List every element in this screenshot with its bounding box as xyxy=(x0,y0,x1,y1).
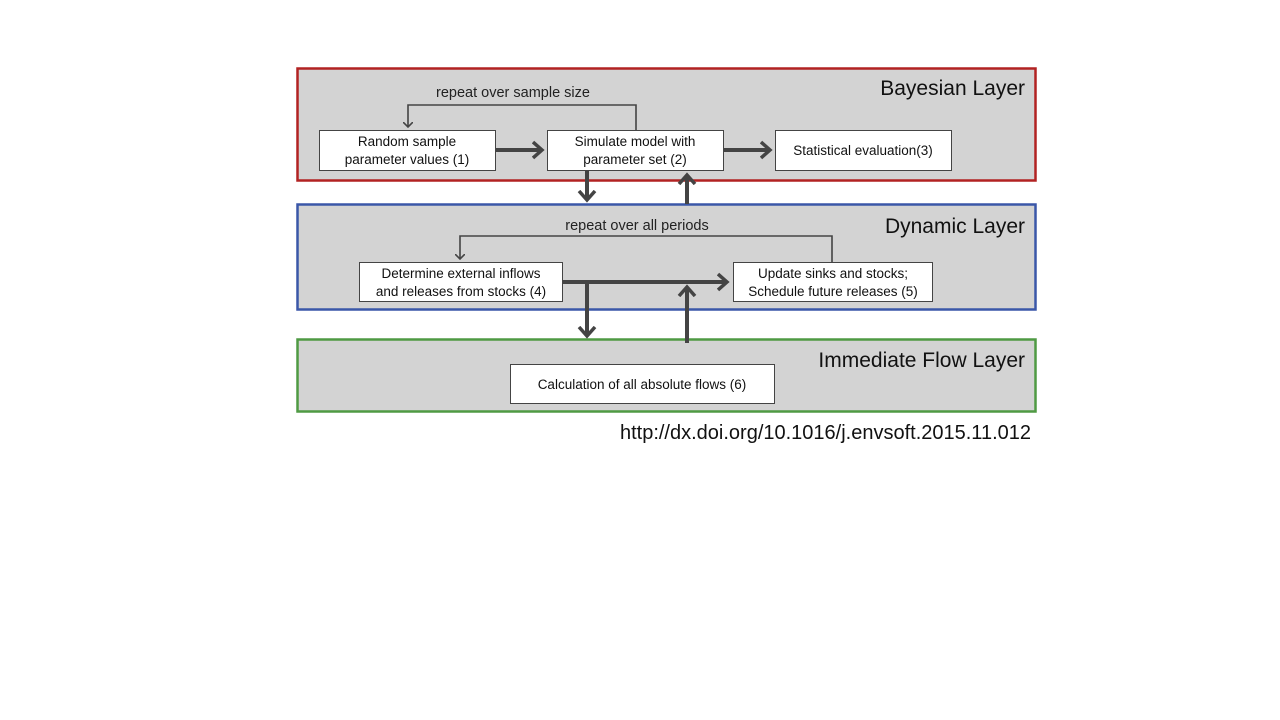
dynamic-layer-title: Dynamic Layer xyxy=(885,215,1025,238)
box-calculation-flows-line-1: Calculation of all absolute flows (6) xyxy=(538,377,747,392)
box-simulate: Simulate model with parameter set (2) xyxy=(547,130,724,171)
doi-link-text: http://dx.doi.org/10.1016/j.envsoft.2015… xyxy=(619,422,1031,444)
periods-loop-label: repeat over all periods xyxy=(565,218,708,234)
box-calculation-flows: Calculation of all absolute flows (6) xyxy=(510,364,775,404)
box-random-sample: Random sample parameter values (1) xyxy=(319,130,496,171)
box-update-sinks-line-2: Schedule future releases (5) xyxy=(748,284,918,299)
sample-loop-label: repeat over sample size xyxy=(436,85,590,101)
box-statistical-evaluation-line-1: Statistical evaluation(3) xyxy=(793,143,933,158)
box-random-sample-line-1: Random sample xyxy=(358,134,456,149)
box-determine-inflows: Determine external inflows and releases … xyxy=(359,262,563,302)
sample-loop-line xyxy=(408,104,637,130)
bayesian-layer-title: Bayesian Layer xyxy=(880,77,1025,100)
box-update-sinks: Update sinks and stocks; Schedule future… xyxy=(733,262,933,302)
immediate-flow-layer-title: Immediate Flow Layer xyxy=(818,349,1025,372)
box-statistical-evaluation: Statistical evaluation(3) xyxy=(775,130,952,171)
box-random-sample-line-2: parameter values (1) xyxy=(345,152,470,167)
box-determine-inflows-line-2: and releases from stocks (4) xyxy=(376,284,546,299)
box-simulate-line-1: Simulate model with xyxy=(575,134,696,149)
box-update-sinks-line-1: Update sinks and stocks; xyxy=(758,266,908,281)
box-simulate-line-2: parameter set (2) xyxy=(583,152,687,167)
box-determine-inflows-line-1: Determine external inflows xyxy=(381,266,540,281)
periods-loop-line xyxy=(460,235,833,262)
